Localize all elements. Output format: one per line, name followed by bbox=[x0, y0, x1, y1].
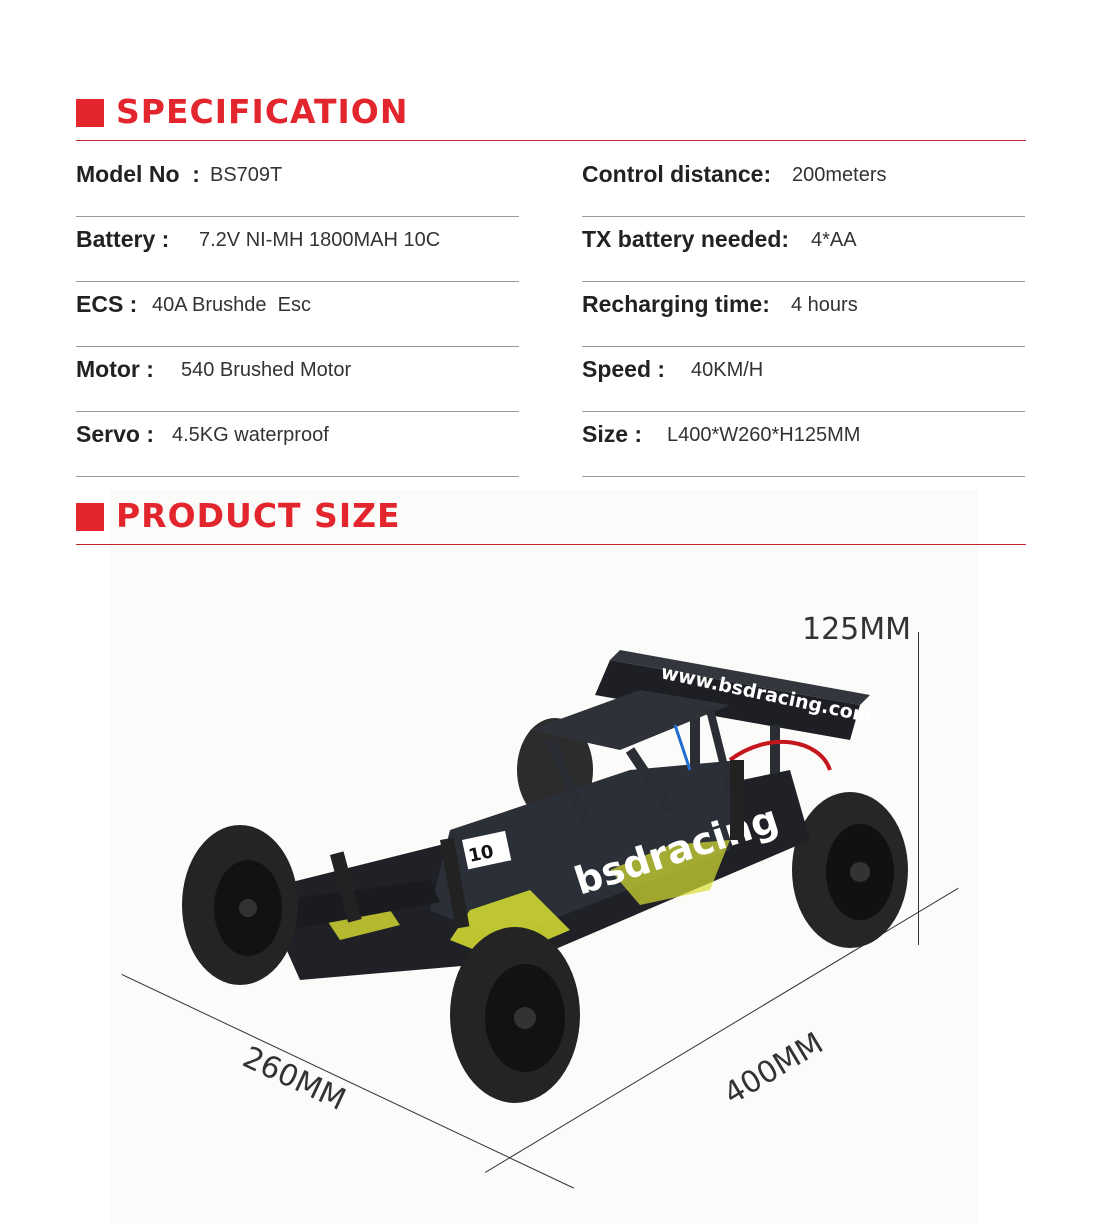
spec-value: BS709T bbox=[210, 164, 283, 186]
spec-column-left: Model No : BS709T Battery : 7.2V NI-MH 1… bbox=[76, 153, 519, 478]
spec-row-ecs: ECS : 40A Brushde Esc bbox=[76, 283, 519, 347]
spec-value: 7.2V NI-MH 1800MAH 10C bbox=[199, 229, 441, 251]
height-dimension-label: 125MM bbox=[802, 612, 912, 647]
spec-row-battery: Battery : 7.2V NI-MH 1800MAH 10C bbox=[76, 218, 519, 282]
rear-wing: www.bsdracing.com bbox=[595, 650, 874, 805]
number-plate-text: 10 bbox=[467, 841, 496, 867]
spec-label: Servo : bbox=[76, 421, 154, 447]
spec-value: 4.5KG waterproof bbox=[172, 424, 329, 446]
spec-label: Battery : bbox=[76, 226, 170, 252]
specification-title: SPECIFICATION bbox=[116, 92, 409, 131]
red-square-icon bbox=[76, 99, 104, 127]
spec-value: 40A Brushde Esc bbox=[152, 294, 311, 316]
spec-value: 200meters bbox=[792, 164, 887, 186]
rc-buggy-illustration: www.bsdracing.com bsdracing 10 bbox=[182, 650, 908, 1103]
product-size-title: PRODUCT SIZE bbox=[116, 496, 401, 535]
spec-label: Speed : bbox=[582, 356, 666, 382]
spec-label: Model No : bbox=[76, 161, 200, 187]
spec-row-size: Size : L400*W260*H125MM bbox=[582, 413, 1025, 477]
product-size-header: PRODUCT SIZE bbox=[76, 496, 1026, 545]
spec-label: Size : bbox=[582, 421, 643, 447]
spec-row-speed: Speed : 40KM/H bbox=[582, 348, 1025, 412]
spec-row-tx-battery: TX battery needed: 4*AA bbox=[582, 218, 1025, 282]
spec-value: 40KM/H bbox=[691, 359, 764, 381]
spec-value: 540 Brushed Motor bbox=[181, 359, 352, 381]
spec-label: Recharging time: bbox=[582, 291, 770, 317]
spec-row-model: Model No : BS709T bbox=[76, 153, 519, 217]
height-dimension-line bbox=[918, 632, 919, 945]
spec-value: L400*W260*H125MM bbox=[667, 424, 861, 446]
spec-label: ECS : bbox=[76, 291, 138, 317]
spec-value: 4 hours bbox=[791, 294, 858, 316]
spec-label: Control distance: bbox=[582, 161, 772, 187]
spec-row-recharging: Recharging time: 4 hours bbox=[582, 283, 1025, 347]
front-right-wheel bbox=[450, 927, 580, 1103]
front-left-wheel bbox=[182, 825, 298, 985]
spec-row-control-distance: Control distance: 200meters bbox=[582, 153, 1025, 217]
spec-row-servo: Servo : 4.5KG waterproof bbox=[76, 413, 519, 477]
spec-column-right: Control distance: 200meters TX battery n… bbox=[582, 153, 1025, 478]
specification-header: SPECIFICATION bbox=[76, 92, 1026, 141]
spec-value: 4*AA bbox=[811, 229, 857, 251]
spec-label: TX battery needed: bbox=[582, 226, 790, 252]
red-square-icon bbox=[76, 503, 104, 531]
rear-right-wheel bbox=[792, 792, 908, 948]
spec-row-motor: Motor : 540 Brushed Motor bbox=[76, 348, 519, 412]
spec-label: Motor : bbox=[76, 356, 154, 382]
